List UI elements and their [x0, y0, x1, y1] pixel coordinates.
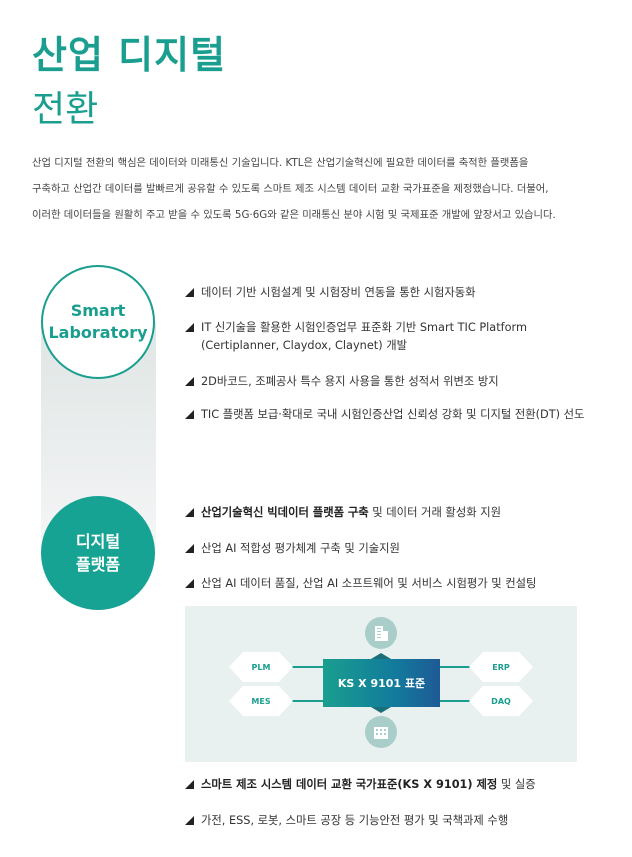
connector-line	[292, 700, 324, 702]
erp-node: ERP	[469, 652, 533, 682]
list-item: 산업 AI 적합성 평가체계 구축 및 기술지원	[185, 540, 400, 558]
list-item: IT 신기술을 활용한 시험인증업무 표준화 기반 Smart TIC Plat…	[185, 319, 527, 355]
item-text: TIC 플랫폼 보급·확대로 국내 시험인증산업 신뢰성 강화 및 디지털 전환…	[201, 408, 585, 421]
arrow-down-icon	[371, 707, 391, 713]
building-icon	[365, 617, 397, 649]
badge-label: 플랫폼	[75, 555, 121, 574]
connector-line	[439, 700, 471, 702]
item-text: 데이터 기반 시험설계 및 시험장비 연동을 통한 시험자동화	[201, 286, 476, 299]
badge-label: 디지털	[75, 532, 121, 551]
triangle-bullet-icon	[185, 780, 194, 789]
item-text-bold: 산업기술혁신 빅데이터 플랫폼 구축	[201, 506, 369, 519]
intro-line: 이러한 데이터들을 원활히 주고 받을 수 있도록 5G·6G와 같은 미래통신…	[32, 209, 556, 221]
item-text-bold: 스마트 제조 시스템 데이터 교환 국가표준(KS X 9101) 제정	[201, 778, 498, 791]
list-item: 2D바코드, 조폐공사 특수 용지 사용을 통한 성적서 위변조 방지	[185, 373, 499, 391]
triangle-bullet-icon	[185, 508, 194, 517]
daq-node: DAQ	[469, 686, 533, 716]
node-label: MES	[251, 696, 271, 706]
item-text: 및 실증	[497, 778, 536, 791]
page-title: 산업 디지털	[32, 33, 227, 77]
list-item: 가전, ESS, 로봇, 스마트 공장 등 기능안전 평가 및 국책과제 수행	[185, 812, 508, 830]
list-item: 스마트 제조 시스템 데이터 교환 국가표준(KS X 9101) 제정 및 실…	[185, 776, 536, 794]
list-item: 산업 AI 데이터 품질, 산업 AI 소프트웨어 및 서비스 시험평가 및 컨…	[185, 575, 536, 593]
badge-label: Smart	[70, 301, 126, 320]
triangle-bullet-icon	[185, 544, 194, 553]
triangle-bullet-icon	[185, 816, 194, 825]
smart-lab-badge: Smart Laboratory	[41, 265, 155, 379]
triangle-bullet-icon	[185, 410, 194, 419]
list-item: 산업기술혁신 빅데이터 플랫폼 구축 및 데이터 거래 활성화 지원	[185, 504, 501, 522]
page-subtitle: 전환	[32, 89, 99, 130]
ks-x-9101-diagram: PLM MES ERP DAQ KS X 9101 표준	[185, 606, 577, 762]
triangle-bullet-icon	[185, 323, 194, 332]
list-item: TIC 플랫폼 보급·확대로 국내 시험인증산업 신뢰성 강화 및 디지털 전환…	[185, 406, 584, 424]
ks-x-9101-standard-box: KS X 9101 표준	[323, 659, 440, 707]
item-text: 산업 AI 적합성 평가체계 구축 및 기술지원	[201, 542, 400, 555]
digital-platform-badge: 디지털 플랫폼	[41, 496, 155, 610]
factory-icon	[365, 716, 397, 748]
connector-line	[439, 666, 471, 668]
node-label: ERP	[492, 662, 510, 672]
triangle-bullet-icon	[185, 377, 194, 386]
arrow-up-icon	[371, 653, 391, 659]
item-text: (Certiplanner, Claydox, Claynet) 개발	[201, 339, 407, 352]
badge-label: Laboratory	[48, 323, 148, 342]
intro-paragraph: 산업 디지털 전환의 핵심은 데이터와 미래통신 기술입니다. KTL은 산업기…	[32, 150, 622, 228]
connector-line	[292, 666, 324, 668]
item-text: 산업 AI 데이터 품질, 산업 AI 소프트웨어 및 서비스 시험평가 및 컨…	[201, 577, 537, 590]
item-text: 가전, ESS, 로봇, 스마트 공장 등 기능안전 평가 및 국책과제 수행	[201, 814, 509, 827]
list-item: 데이터 기반 시험설계 및 시험장비 연동을 통한 시험자동화	[185, 284, 476, 302]
mes-node: MES	[229, 686, 293, 716]
node-label: DAQ	[491, 696, 511, 706]
triangle-bullet-icon	[185, 579, 194, 588]
item-text: IT 신기술을 활용한 시험인증업무 표준화 기반 Smart TIC Plat…	[201, 321, 527, 334]
item-text: 및 데이터 거래 활성화 지원	[368, 506, 501, 519]
triangle-bullet-icon	[185, 288, 194, 297]
item-text: 2D바코드, 조폐공사 특수 용지 사용을 통한 성적서 위변조 방지	[201, 375, 499, 388]
plm-node: PLM	[229, 652, 293, 682]
intro-line: 산업 디지털 전환의 핵심은 데이터와 미래통신 기술입니다. KTL은 산업기…	[32, 157, 529, 169]
intro-line: 구축하고 산업간 데이터를 발빠르게 공유할 수 있도록 스마트 제조 시스템 …	[32, 183, 549, 195]
node-label: PLM	[251, 662, 271, 672]
